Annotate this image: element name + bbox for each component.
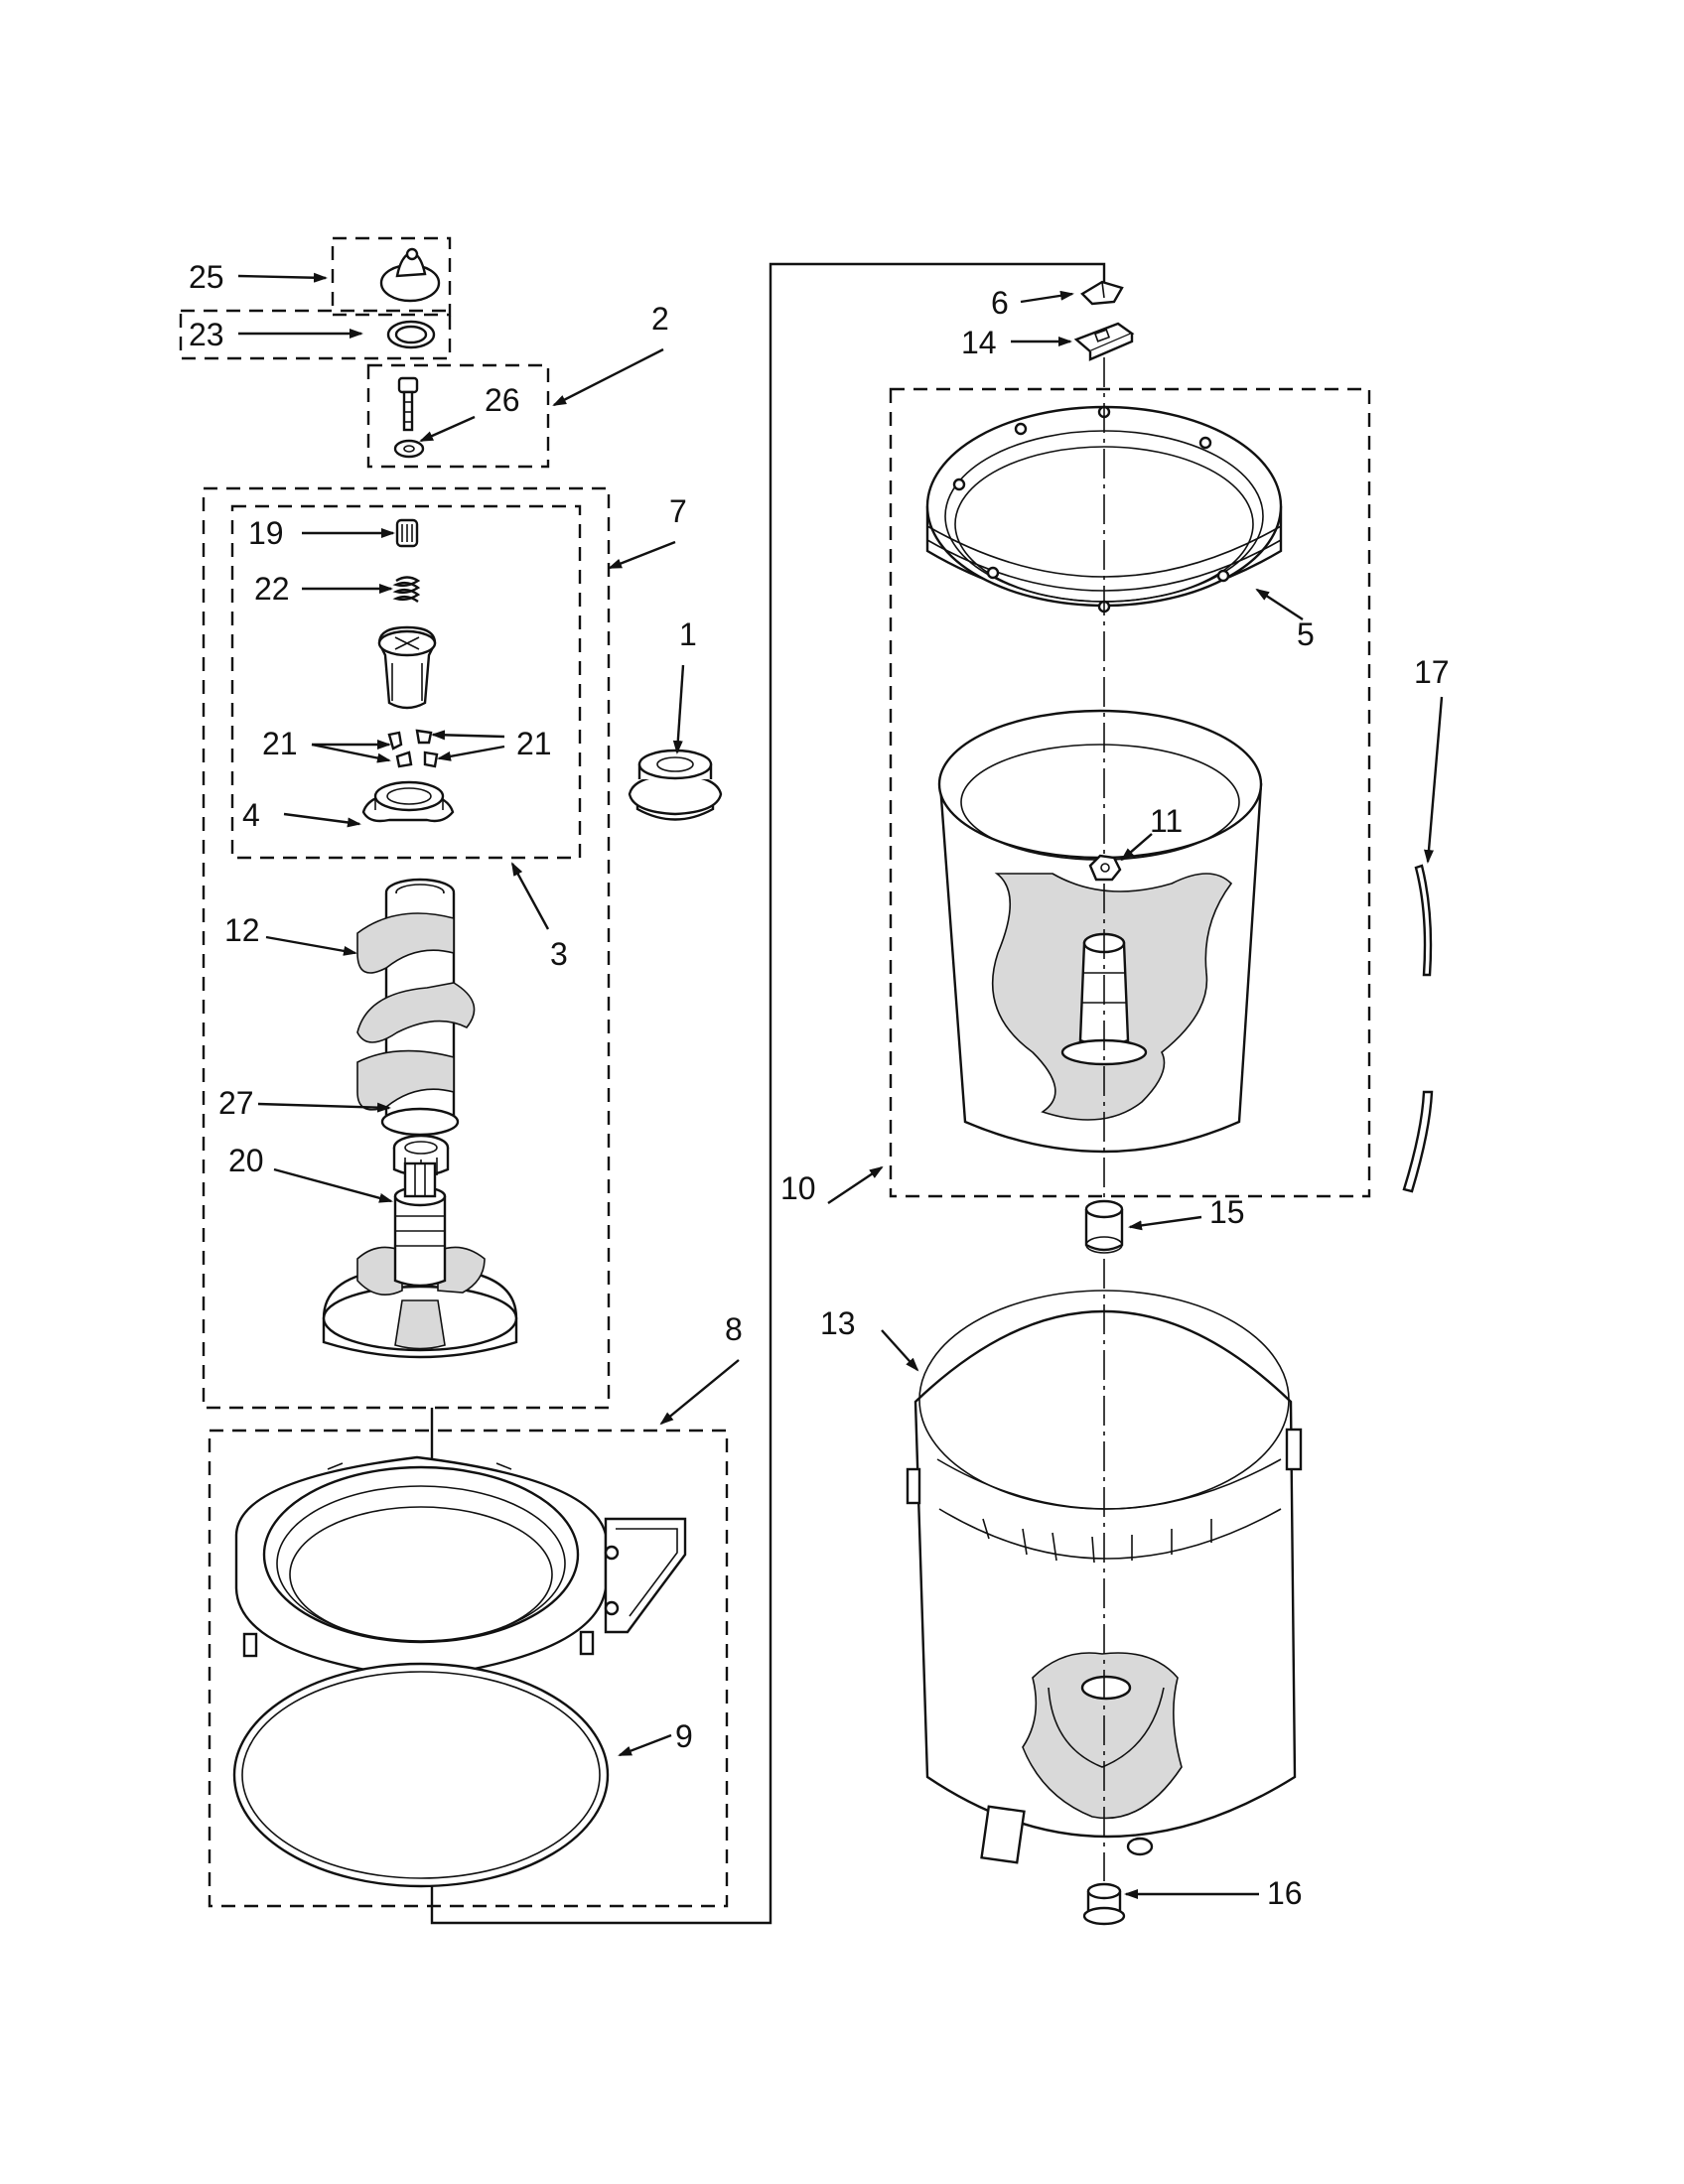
callout-1: 1	[679, 616, 697, 652]
leader-arrows	[237, 272, 1444, 1899]
callout-22: 22	[254, 571, 290, 607]
part-25-cap	[379, 247, 441, 303]
part-22-spring	[392, 576, 421, 603]
callout-9: 9	[675, 1718, 693, 1754]
callout-7: 7	[669, 493, 687, 529]
group-box-3	[230, 504, 582, 860]
callout-4: 4	[242, 797, 260, 833]
part-15-coupler	[1084, 1199, 1124, 1254]
callout-12: 12	[224, 912, 260, 948]
part-23-ring	[386, 320, 436, 349]
part-6-clip	[1080, 280, 1124, 306]
callout-10: 10	[780, 1170, 816, 1206]
callout-21-right: 21	[516, 726, 552, 761]
callout-25: 25	[189, 259, 224, 295]
part-2-bolt	[397, 376, 419, 432]
part-19	[395, 518, 419, 548]
part-13-outer-tub	[906, 1290, 1303, 1864]
part-4-cam-base	[361, 780, 455, 823]
part-11-nut	[1088, 854, 1122, 882]
callout-13: 13	[820, 1305, 856, 1341]
callout-2: 2	[651, 301, 669, 337]
callout-14: 14	[961, 325, 997, 360]
callout-15: 15	[1209, 1194, 1245, 1230]
callout-27: 27	[218, 1085, 254, 1121]
group-box-2	[366, 363, 550, 469]
part-14-bracket	[1073, 322, 1135, 361]
callout-26: 26	[485, 382, 520, 418]
part-12-auger	[356, 878, 476, 1137]
part-17-hose	[1402, 864, 1434, 1193]
callout-3: 3	[550, 936, 568, 972]
callout-6: 6	[991, 285, 1009, 321]
callout-17: 17	[1414, 654, 1450, 690]
part-16-plug	[1082, 1882, 1126, 1926]
group-box-5	[889, 387, 1371, 1198]
callout-20: 20	[228, 1143, 264, 1178]
part-agitator-cam	[377, 625, 437, 710]
part-9-gasket	[232, 1662, 610, 1888]
part-10-basket	[937, 709, 1263, 1154]
callout-labels: 25 23 2 26 7 19 22 21 21 4 3 1 12 27 20 …	[189, 259, 1450, 1911]
callout-19: 19	[248, 515, 284, 551]
part-8-tub-ring	[234, 1455, 687, 1700]
group-box-25	[331, 236, 452, 317]
callout-11: 11	[1150, 803, 1183, 839]
callout-5: 5	[1297, 616, 1315, 652]
part-20-agitator-base	[322, 1161, 518, 1359]
callout-8: 8	[725, 1311, 743, 1347]
group-box-8	[208, 1429, 729, 1908]
part-1-bushing	[628, 749, 723, 821]
part-21-dogs	[387, 729, 439, 768]
part-26-washer	[393, 439, 425, 459]
callout-16: 16	[1267, 1875, 1303, 1911]
callout-21-left: 21	[262, 726, 298, 761]
callout-23: 23	[189, 317, 224, 352]
